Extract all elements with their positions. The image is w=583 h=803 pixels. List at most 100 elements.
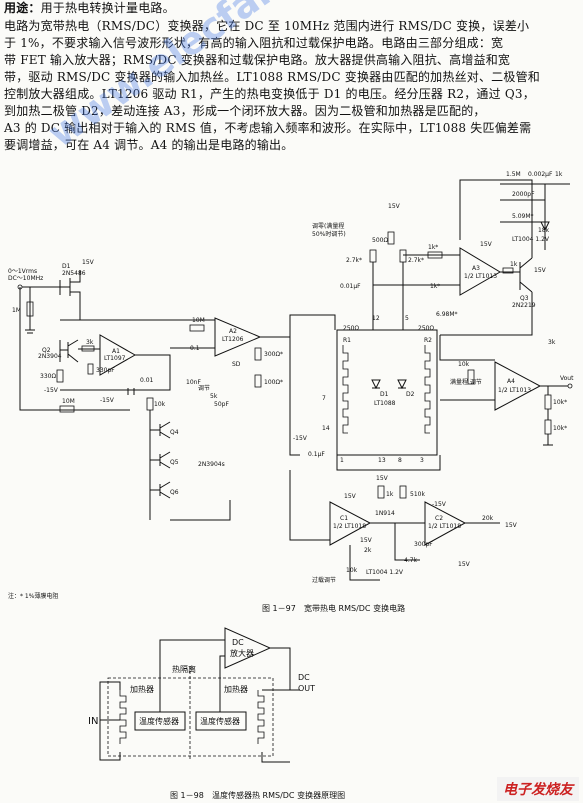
svg-text:过载调节: 过载调节 bbox=[312, 576, 336, 584]
svg-text:2N3904s: 2N3904s bbox=[198, 461, 225, 468]
svg-text:1/2 LT1018: 1/2 LT1018 bbox=[333, 523, 366, 530]
svg-text:2.7k*: 2.7k* bbox=[346, 257, 362, 264]
svg-text:2N5486: 2N5486 bbox=[62, 270, 86, 277]
svg-text:宽带热电 RMS/DC 变换电路: 宽带热电 RMS/DC 变换电路 bbox=[304, 603, 405, 613]
svg-text:-15V: -15V bbox=[44, 387, 59, 394]
svg-text:13: 13 bbox=[378, 457, 386, 464]
svg-text:15V: 15V bbox=[480, 241, 493, 248]
svg-text:1/2 LT1013: 1/2 LT1013 bbox=[498, 387, 531, 394]
svg-text:15V: 15V bbox=[344, 493, 357, 500]
svg-text:1k: 1k bbox=[510, 261, 518, 268]
svg-text:DC～10MHz: DC～10MHz bbox=[8, 275, 43, 282]
svg-text:放大器: 放大器 bbox=[230, 648, 254, 658]
svg-text:15V: 15V bbox=[505, 522, 518, 529]
svg-text:5k: 5k bbox=[210, 393, 218, 400]
svg-text:Q2: Q2 bbox=[42, 347, 51, 354]
svg-text:OUT: OUT bbox=[298, 684, 315, 693]
svg-text:A2: A2 bbox=[229, 328, 237, 335]
svg-text:1k: 1k bbox=[555, 171, 563, 178]
svg-text:8: 8 bbox=[398, 457, 402, 464]
svg-text:Q3: Q3 bbox=[520, 295, 529, 302]
paragraph-line-4: 带，驱动 RMS/DC 变换器的输入加热丝。LT1088 RMS/DC 变换器由… bbox=[4, 70, 540, 84]
opamp-a1 bbox=[99, 334, 137, 376]
paragraph-line-1: 电路为宽带热电（RMS/DC）变换器，它在 DC 至 10MHz 范围内进行 R… bbox=[4, 19, 530, 33]
svg-text:D2: D2 bbox=[406, 391, 415, 398]
svg-text:温度传感器: 温度传感器 bbox=[200, 716, 240, 726]
usage-line: 用途：用于热电转换计量电路。 bbox=[4, 0, 579, 17]
thermal-insulation-box bbox=[107, 677, 274, 757]
heater-right bbox=[257, 690, 265, 744]
comparator-c1 bbox=[329, 501, 372, 546]
svg-text:加热器: 加热器 bbox=[130, 684, 154, 694]
opamp-a3 bbox=[459, 247, 501, 296]
svg-text:15V: 15V bbox=[376, 475, 389, 482]
paragraph-line-2: 于 1%，不要求输入信号波形形状，有高的输入阻抗和过载保护电路。电路由三部分组成… bbox=[4, 36, 504, 50]
usage-label: 用途： bbox=[4, 1, 41, 15]
svg-text:0.01: 0.01 bbox=[140, 377, 154, 384]
svg-text:LT1004 1.2V: LT1004 1.2V bbox=[512, 236, 550, 243]
svg-text:2k: 2k bbox=[364, 547, 372, 554]
svg-text:满量程 调节: 满量程 调节 bbox=[450, 378, 482, 386]
svg-text:18k: 18k bbox=[538, 227, 550, 234]
svg-text:2.7k*: 2.7k* bbox=[408, 257, 424, 264]
opamp-a2 bbox=[214, 317, 262, 357]
svg-text:DC: DC bbox=[232, 638, 244, 647]
svg-text:0.1: 0.1 bbox=[190, 345, 200, 352]
paragraph-line-6: 到加热二极管 D2，差动连接 A3，形成一个闭环放大器。因为二极管和加热器是匹配… bbox=[4, 104, 486, 118]
svg-text:330Ω: 330Ω bbox=[40, 373, 56, 380]
svg-text:10M: 10M bbox=[192, 317, 205, 324]
svg-text:0.01μF: 0.01μF bbox=[340, 283, 361, 290]
svg-text:图 1－98: 图 1－98 bbox=[170, 791, 204, 800]
svg-text:2N3904: 2N3904 bbox=[38, 353, 62, 360]
svg-text:Q5: Q5 bbox=[170, 459, 179, 466]
svg-text:热隔离: 热隔离 bbox=[172, 664, 196, 674]
svg-text:10M: 10M bbox=[62, 398, 75, 405]
usage-text: 用于热电转换计量电路。 bbox=[40, 1, 175, 15]
svg-text:1k*: 1k* bbox=[428, 244, 438, 251]
svg-text:Vout: Vout bbox=[560, 375, 574, 382]
svg-text:5: 5 bbox=[405, 315, 409, 322]
svg-text:10k: 10k bbox=[346, 567, 358, 574]
svg-text:1/2 LT1013: 1/2 LT1013 bbox=[464, 273, 497, 280]
svg-text:330pF: 330pF bbox=[96, 367, 115, 374]
svg-text:5.09M*: 5.09M* bbox=[512, 213, 534, 220]
svg-text:LT1097: LT1097 bbox=[104, 355, 126, 362]
svg-text:250Ω: 250Ω bbox=[343, 325, 359, 332]
svg-text:温度传感器热 RMS/DC 变换器原理图: 温度传感器热 RMS/DC 变换器原理图 bbox=[212, 790, 345, 800]
svg-text:DC: DC bbox=[298, 673, 310, 682]
svg-text:250Ω: 250Ω bbox=[418, 325, 434, 332]
svg-text:1k: 1k bbox=[386, 491, 394, 498]
svg-text:1/2 LT1018: 1/2 LT1018 bbox=[428, 523, 461, 530]
heater-left bbox=[119, 690, 127, 744]
opamp-a4 bbox=[494, 361, 542, 411]
svg-text:100Ω*: 100Ω* bbox=[264, 379, 283, 386]
svg-text:15V: 15V bbox=[360, 537, 373, 544]
svg-text:LT1088: LT1088 bbox=[374, 400, 396, 407]
svg-text:2N2219: 2N2219 bbox=[512, 302, 536, 309]
svg-text:10k*: 10k* bbox=[553, 425, 567, 432]
svg-text:温度传感器: 温度传感器 bbox=[139, 716, 179, 726]
svg-text:1M: 1M bbox=[12, 307, 21, 314]
svg-text:图 1－97: 图 1－97 bbox=[262, 604, 296, 613]
label-input: 0～1Vrms bbox=[8, 268, 37, 275]
svg-text:SD: SD bbox=[232, 361, 241, 368]
resistor-1m bbox=[26, 301, 34, 317]
svg-text:1.5M: 1.5M bbox=[506, 171, 521, 178]
svg-text:C2: C2 bbox=[435, 515, 443, 522]
svg-text:6.98M*: 6.98M* bbox=[436, 311, 458, 318]
svg-text:500Ω: 500Ω bbox=[372, 237, 388, 244]
svg-text:12: 12 bbox=[372, 315, 380, 322]
svg-text:注：* 1%薄膜电阻: 注：* 1%薄膜电阻 bbox=[8, 592, 58, 600]
svg-text:R2: R2 bbox=[424, 337, 432, 344]
svg-text:300Ω*: 300Ω* bbox=[264, 351, 283, 358]
svg-text:1: 1 bbox=[340, 457, 344, 464]
svg-text:-15V: -15V bbox=[100, 397, 115, 404]
svg-text:A1: A1 bbox=[112, 348, 120, 355]
paragraph-line-7: A3 的 DC 输出相对于输入的 RMS 值，不考虑输入频率和波形。在实际中，L… bbox=[4, 121, 532, 135]
svg-text:50pF: 50pF bbox=[214, 401, 229, 408]
svg-text:3: 3 bbox=[420, 457, 424, 464]
svg-text:50%时调节): 50%时调节) bbox=[312, 230, 346, 238]
svg-text:3k: 3k bbox=[86, 339, 94, 346]
